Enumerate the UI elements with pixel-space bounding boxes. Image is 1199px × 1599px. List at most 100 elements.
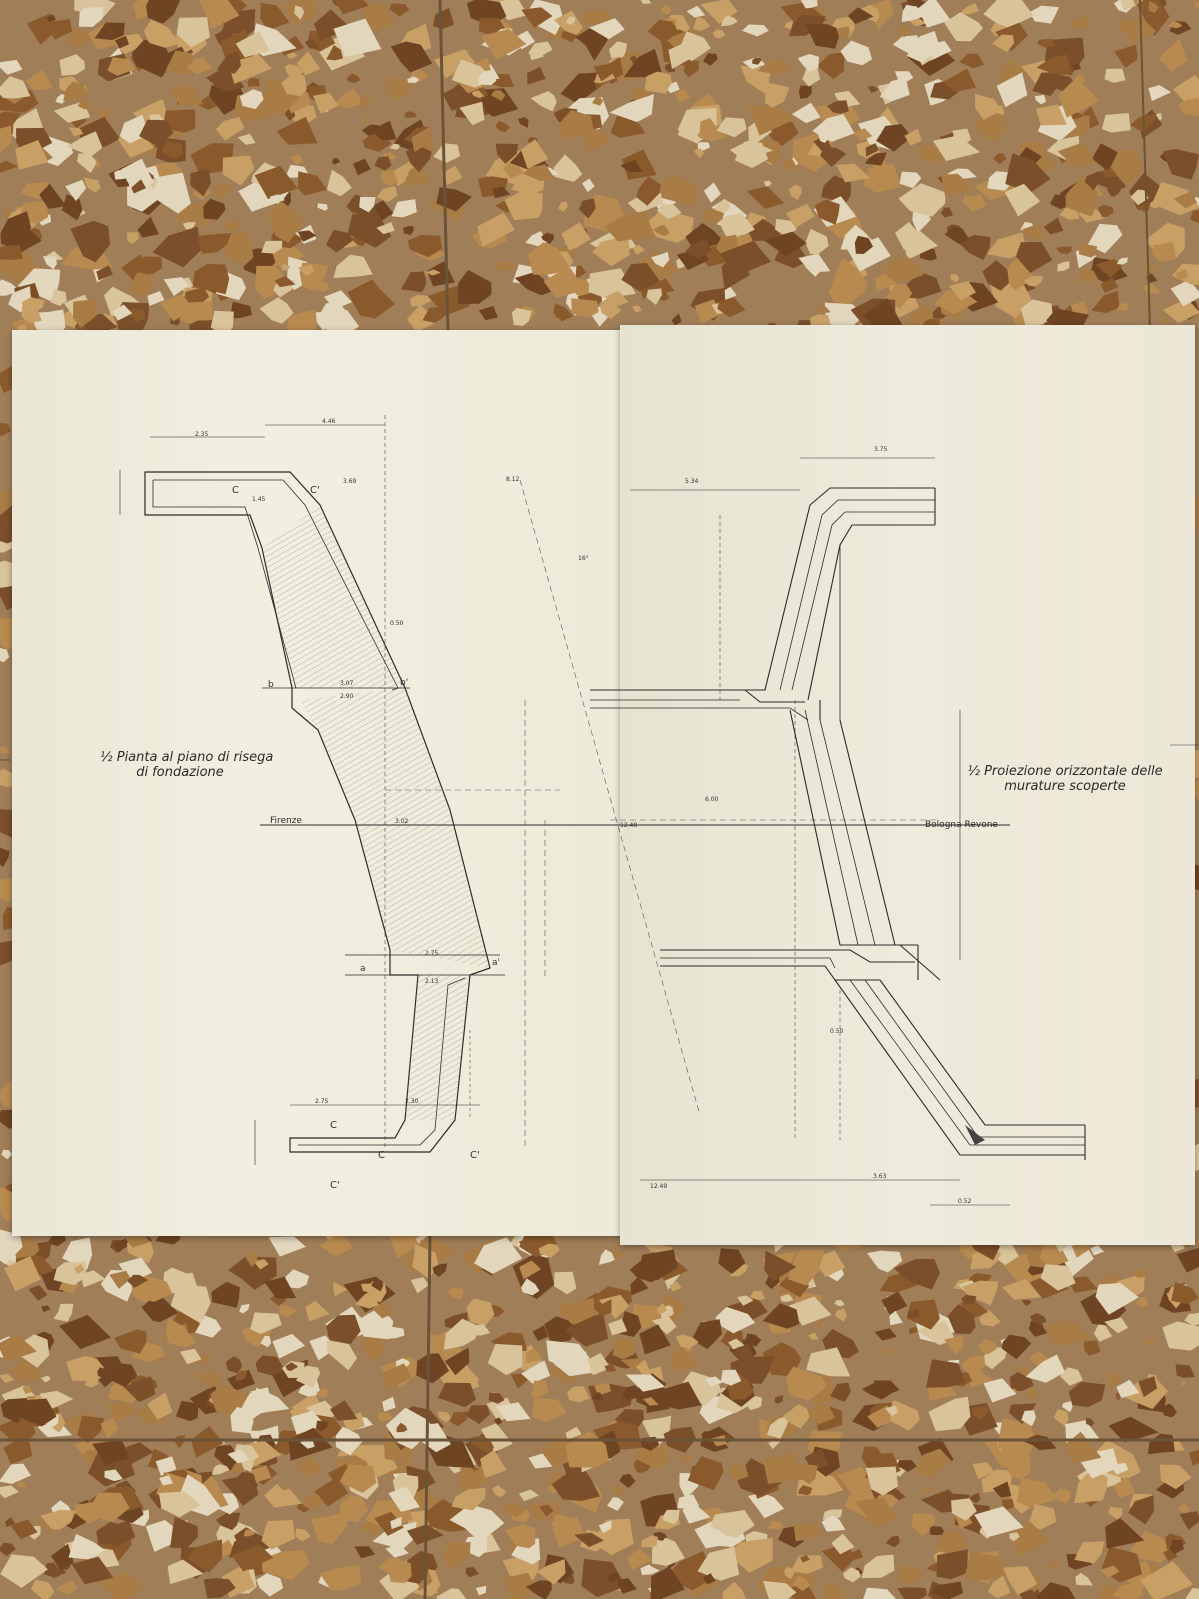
terrazzo-chip bbox=[71, 1556, 114, 1585]
terrazzo-chip bbox=[0, 1334, 37, 1362]
terrazzo-chip bbox=[221, 1474, 259, 1506]
terrazzo-chip bbox=[867, 1250, 903, 1273]
terrazzo-chip bbox=[1055, 246, 1072, 255]
terrazzo-chip bbox=[159, 294, 194, 322]
terrazzo-chip bbox=[983, 1378, 1017, 1403]
terrazzo-chip bbox=[697, 142, 711, 151]
terrazzo-chip bbox=[1, 1149, 12, 1160]
terrazzo-chip bbox=[66, 1356, 107, 1382]
terrazzo-chip bbox=[774, 1395, 784, 1404]
terrazzo-chip bbox=[944, 1335, 964, 1355]
terrazzo-chip bbox=[457, 269, 492, 304]
terrazzo-chip bbox=[260, 1336, 272, 1348]
terrazzo-chip bbox=[1029, 5, 1060, 24]
terrazzo-chip bbox=[190, 1426, 224, 1458]
terrazzo-chip bbox=[1128, 1495, 1154, 1525]
terrazzo-chip bbox=[385, 1543, 409, 1558]
terrazzo-chip bbox=[53, 1303, 74, 1322]
terrazzo-chip bbox=[979, 1309, 1001, 1327]
terrazzo-chip bbox=[0, 1554, 48, 1588]
terrazzo-chip bbox=[609, 94, 654, 123]
terrazzo-chip bbox=[915, 1448, 953, 1477]
terrazzo-chip bbox=[885, 1535, 900, 1548]
terrazzo-chip bbox=[1091, 290, 1120, 314]
section-mark: C bbox=[378, 1150, 385, 1161]
terrazzo-chip bbox=[519, 1260, 542, 1280]
terrazzo-chip bbox=[821, 1515, 846, 1532]
dim-label: 3.69 bbox=[343, 478, 357, 485]
terrazzo-chip bbox=[684, 238, 712, 259]
terrazzo-chip bbox=[865, 152, 887, 166]
terrazzo-chip bbox=[1176, 1247, 1199, 1273]
terrazzo-chip bbox=[43, 256, 57, 270]
dim-label: 3.75 bbox=[874, 446, 888, 453]
terrazzo-chip bbox=[949, 280, 976, 301]
terrazzo-chip bbox=[387, 1326, 405, 1339]
terrazzo-chip bbox=[170, 1517, 199, 1549]
terrazzo-chip bbox=[582, 178, 595, 193]
terrazzo-chip bbox=[764, 1250, 797, 1282]
terrazzo-chip bbox=[1015, 1365, 1031, 1378]
terrazzo-chip bbox=[817, 52, 845, 80]
terrazzo-chip bbox=[1032, 72, 1061, 97]
terrazzo-chip bbox=[544, 1316, 576, 1344]
terrazzo-chip bbox=[371, 12, 392, 29]
terrazzo-chip bbox=[500, 1502, 526, 1518]
terrazzo-chip bbox=[789, 1296, 832, 1326]
terrazzo-chip bbox=[120, 158, 154, 197]
terrazzo-chip bbox=[834, 1308, 848, 1322]
terrazzo-chip bbox=[558, 1298, 595, 1325]
terrazzo-chip bbox=[830, 258, 868, 291]
terrazzo-chip bbox=[951, 1498, 977, 1521]
terrazzo-chip bbox=[649, 1381, 702, 1410]
terrazzo-chip bbox=[283, 1269, 310, 1289]
dim-label: 0.52 bbox=[958, 1198, 972, 1205]
terrazzo-chip bbox=[466, 1324, 491, 1336]
terrazzo-chip bbox=[906, 31, 940, 63]
terrazzo-chip bbox=[1171, 1282, 1199, 1305]
terrazzo-chip bbox=[92, 1439, 131, 1465]
terrazzo-chip bbox=[539, 1504, 554, 1517]
terrazzo-chip bbox=[1169, 1539, 1184, 1555]
terrazzo-chip bbox=[737, 1295, 754, 1306]
terrazzo-chip bbox=[477, 212, 515, 247]
terrazzo-chip bbox=[916, 1320, 956, 1346]
terrazzo-chip bbox=[227, 1449, 250, 1464]
terrazzo-chip bbox=[668, 43, 696, 69]
terrazzo-chip bbox=[747, 104, 798, 136]
terrazzo-chip bbox=[874, 1328, 897, 1341]
terrazzo-chip bbox=[786, 1366, 827, 1401]
terrazzo-chip bbox=[261, 240, 283, 254]
terrazzo-chip bbox=[5, 1517, 16, 1528]
terrazzo-chip bbox=[382, 1363, 413, 1391]
terrazzo-chip bbox=[640, 1564, 660, 1575]
dim-label: 12.48 bbox=[620, 822, 638, 829]
terrazzo-chip bbox=[1159, 316, 1169, 324]
terrazzo-chip bbox=[832, 26, 850, 39]
terrazzo-chip bbox=[186, 1539, 223, 1573]
terrazzo-chip bbox=[491, 90, 506, 101]
terrazzo-chip bbox=[788, 184, 802, 200]
terrazzo-chip bbox=[196, 95, 218, 110]
terrazzo-chip bbox=[1068, 1381, 1106, 1408]
terrazzo-chip bbox=[97, 1367, 108, 1378]
terrazzo-chip bbox=[371, 1302, 394, 1319]
dim-label: 2.30 bbox=[405, 1098, 419, 1105]
terrazzo-chip bbox=[109, 1270, 131, 1289]
terrazzo-chip bbox=[912, 211, 931, 234]
terrazzo-chip bbox=[353, 158, 371, 176]
terrazzo-chip bbox=[551, 1516, 586, 1548]
terrazzo-chip bbox=[203, 1578, 236, 1599]
terrazzo-chip bbox=[862, 163, 902, 193]
terrazzo-chip bbox=[1116, 257, 1128, 265]
terrazzo-chip bbox=[622, 1385, 642, 1401]
dim-label: 2.90 bbox=[340, 693, 354, 700]
terrazzo-chip bbox=[59, 54, 86, 76]
terrazzo-chip bbox=[1034, 94, 1046, 105]
terrazzo-chip bbox=[767, 1520, 784, 1530]
terrazzo-chip bbox=[574, 1532, 604, 1548]
terrazzo-chip bbox=[1092, 143, 1126, 170]
terrazzo-chip bbox=[1049, 1560, 1059, 1572]
terrazzo-chip bbox=[459, 101, 485, 126]
terrazzo-chip bbox=[0, 1229, 23, 1265]
